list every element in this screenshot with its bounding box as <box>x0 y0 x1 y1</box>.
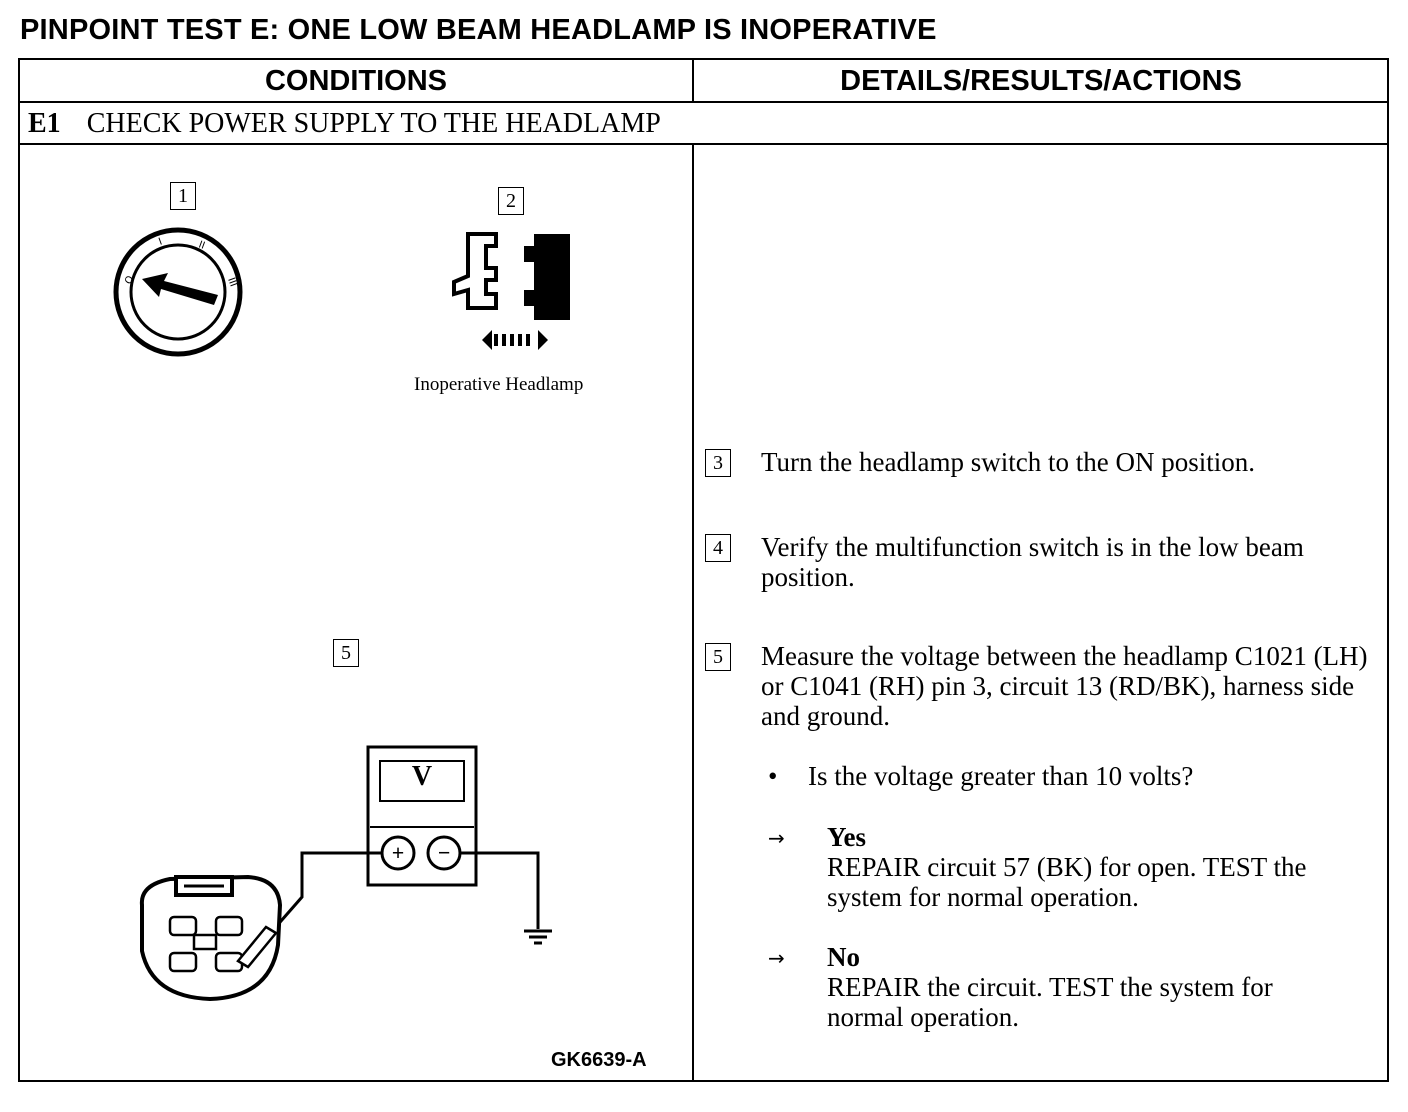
answer-yes-label: Yes <box>827 822 866 852</box>
meter-negative-terminal: − <box>437 840 451 865</box>
step-divider <box>20 143 1387 145</box>
figure-code: GK6639-A <box>551 1049 647 1071</box>
conditions-header: CONDITIONS <box>264 65 448 97</box>
step-id: E1 <box>28 108 61 139</box>
action-number-5: 5 <box>705 643 731 671</box>
no-arrow-icon: → <box>768 946 785 970</box>
step-heading: E1 CHECK POWER SUPPLY TO THE HEADLAMP <box>28 108 661 140</box>
figure-caption: Inoperative Headlamp <box>414 374 584 395</box>
answer-no: No REPAIR the circuit. TEST the system f… <box>827 942 1347 1032</box>
yes-arrow-icon: → <box>768 826 785 850</box>
meter-positive-terminal: + <box>391 840 405 865</box>
callout-2: 2 <box>498 187 524 215</box>
connector-disconnect-icon <box>452 232 570 350</box>
svg-text:II: II <box>197 239 206 251</box>
headlamp-switch-icon: O I II III <box>113 227 243 357</box>
answer-yes-text: REPAIR circuit 57 (BK) for open. TEST th… <box>827 852 1307 912</box>
question-text: Is the voltage greater than 10 volts? <box>808 761 1194 791</box>
header-divider <box>20 101 1387 103</box>
voltmeter-test-diagram <box>139 745 552 1002</box>
details-header: DETAILS/RESULTS/ACTIONS <box>840 65 1242 97</box>
answer-no-text: REPAIR the circuit. TEST the system for … <box>827 972 1273 1032</box>
question-bullet: • <box>768 761 778 791</box>
callout-1: 1 <box>170 182 196 210</box>
svg-text:III: III <box>225 276 238 288</box>
answer-yes: Yes REPAIR circuit 57 (BK) for open. TES… <box>827 822 1387 912</box>
svg-text:I: I <box>157 236 164 247</box>
body-column-divider <box>692 144 694 1080</box>
action-4-text: Verify the multifunction switch is in th… <box>761 532 1304 592</box>
pinpoint-test-table: CONDITIONS DETAILS/RESULTS/ACTIONS E1 CHE… <box>18 58 1389 1082</box>
action-number-4: 4 <box>705 534 731 562</box>
header-column-divider <box>692 60 694 103</box>
action-5-text: Measure the voltage between the headlamp… <box>761 641 1368 731</box>
callout-5: 5 <box>333 639 359 667</box>
page-title: PINPOINT TEST E: ONE LOW BEAM HEADLAMP I… <box>20 14 937 46</box>
action-3-text: Turn the headlamp switch to the ON posit… <box>761 447 1255 477</box>
answer-no-label: No <box>827 942 860 972</box>
meter-display-label: V <box>411 761 433 792</box>
step-title: CHECK POWER SUPPLY TO THE HEADLAMP <box>86 108 661 139</box>
action-number-3: 3 <box>705 449 731 477</box>
